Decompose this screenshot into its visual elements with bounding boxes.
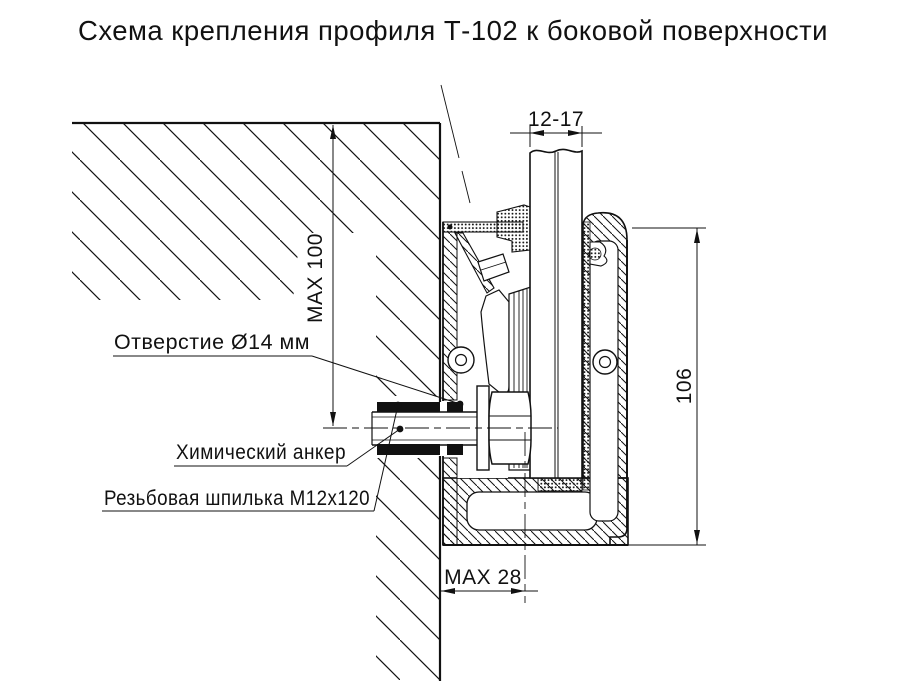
dimension-max-100: MAX 100: [304, 125, 336, 426]
drawing-title: Схема крепления профиля Т-102 к боковой …: [78, 15, 828, 46]
label-threaded-stud-text: Резьбовая шпилька М12х120: [104, 487, 370, 510]
leader-hole: Отверстие Ø14 мм: [113, 331, 464, 408]
dim-max-100-text: MAX 100: [304, 233, 327, 323]
leader-threaded-stud: Резьбовая шпилька М12х120: [102, 401, 402, 512]
chemical-anchor-fill: [377, 402, 463, 455]
setting-block: [537, 477, 583, 492]
dimension-106: 106: [600, 227, 706, 546]
dim-106-text: 106: [673, 368, 696, 405]
top-seal: [496, 204, 531, 253]
dim-glass-thickness-text: 12-17: [528, 108, 584, 131]
leader-chemical-anchor: Химический анкер: [174, 425, 404, 467]
dim-max-28-text: MAX 28: [444, 566, 522, 589]
label-chemical-anchor-text: Химический анкер: [176, 441, 346, 464]
wedge-block: [477, 253, 510, 282]
glass-panel: [529, 148, 583, 492]
profile-right-clamp: [582, 211, 628, 545]
dimension-max-28: MAX 28: [441, 566, 538, 594]
dimension-glass-thickness: 12-17: [510, 108, 602, 147]
glass-gasket-strip: [582, 221, 591, 491]
label-hole-text: Отверстие Ø14 мм: [114, 331, 310, 354]
title-leader-line: [440, 84, 471, 204]
